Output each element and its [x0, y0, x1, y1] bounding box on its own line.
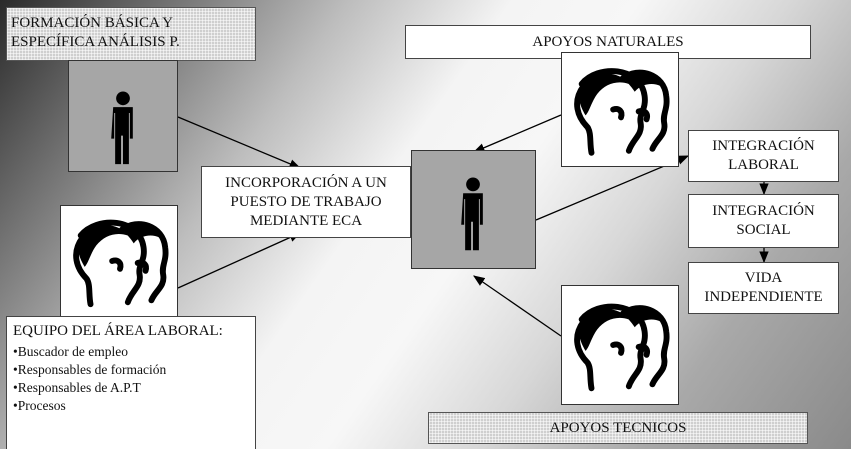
equipo-faces-box: [60, 205, 178, 317]
integracion-social-box: INTEGRACIÓN SOCIAL: [688, 194, 839, 248]
incorporacion-text: INCORPORACIÓN A UN PUESTO DE TRABAJO MED…: [225, 174, 387, 229]
arrow-formacion-to-incorporacion: [177, 116, 302, 169]
apoyos-naturales-faces-box: [561, 52, 679, 167]
formacion-box: FORMACIÓN BÁSICA Y ESPECÍFICA ANÁLISIS P…: [6, 7, 256, 61]
equipo-item: Procesos: [13, 397, 249, 415]
equipo-item: Responsables de formación: [13, 361, 249, 379]
arrow-naturales-to-person: [472, 114, 562, 153]
apoyos-tecnicos-faces-box: [561, 285, 679, 405]
formacion-text: FORMACIÓN BÁSICA Y ESPECÍFICA ANÁLISIS P…: [11, 15, 180, 50]
apoyos-tecnicos-text: APOYOS TECNICOS: [549, 419, 687, 436]
faces-icon: [574, 303, 670, 392]
trainee-figure-box: [68, 60, 178, 172]
vida-independiente-box: VIDA INDEPENDIENTE: [688, 262, 839, 314]
incorporacion-box: INCORPORACIÓN A UN PUESTO DE TRABAJO MED…: [201, 166, 411, 238]
equipo-box: EQUIPO DEL ÁREA LABORAL: Buscador de emp…: [6, 316, 256, 449]
faces-icon: [73, 219, 169, 308]
person-icon: [461, 177, 483, 251]
arrow-equipo-to-incorporacion: [177, 232, 302, 289]
faces-icon: [574, 68, 670, 156]
worker-figure-box: [411, 150, 536, 269]
vida-independiente-text: VIDA INDEPENDIENTE: [704, 270, 823, 305]
equipo-title: EQUIPO DEL ÁREA LABORAL:: [13, 323, 223, 339]
equipo-item: Buscador de empleo: [13, 343, 249, 361]
apoyos-naturales-text: APOYOS NATURALES: [532, 33, 684, 50]
equipo-list: Buscador de empleo Responsables de forma…: [13, 343, 249, 415]
integracion-laboral-box: INTEGRACIÓN LABORAL: [688, 130, 839, 182]
person-icon: [111, 91, 133, 165]
apoyos-tecnicos-box: APOYOS TECNICOS: [428, 412, 808, 444]
equipo-item: Responsables de A.P.T: [13, 379, 249, 397]
arrow-tecnicos-to-person: [473, 275, 562, 337]
integracion-laboral-text: INTEGRACIÓN LABORAL: [712, 138, 815, 173]
integracion-social-text: INTEGRACIÓN SOCIAL: [712, 203, 815, 238]
